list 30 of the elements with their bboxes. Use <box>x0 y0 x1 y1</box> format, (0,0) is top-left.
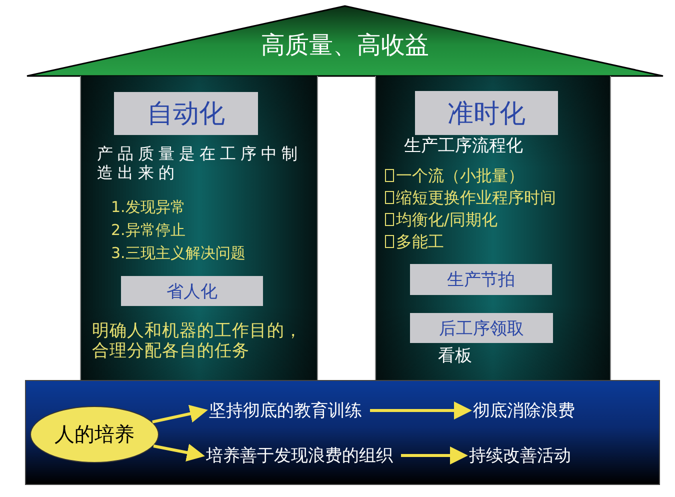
list-item: 多能工 <box>396 232 444 252</box>
step-text: 坚持彻底的教育训练 <box>209 399 362 422</box>
arrow <box>152 404 208 424</box>
pillar <box>80 76 318 381</box>
arrow <box>153 444 205 462</box>
description-text: 产品质量是在工序中制造出来的 <box>97 144 303 182</box>
list-item: 一个流（小批量） <box>396 166 524 186</box>
result-text: 持续改善活动 <box>469 444 571 467</box>
caption-text: 看板 <box>438 346 472 366</box>
pillar <box>375 76 611 381</box>
description-text: 明确人和机器的工作目的，合理分配各自的任务 <box>92 321 303 362</box>
result-text: 彻底消除浪费 <box>473 399 575 422</box>
heading-box: 准时化 <box>415 91 558 135</box>
arrow <box>370 402 472 420</box>
list-item: 缩短更换作业程序时间 <box>396 188 556 208</box>
title-text: 高质量、高收益 <box>260 31 430 60</box>
label-box: 生产节拍 <box>410 264 552 295</box>
list-item: 2.异常停止 <box>111 221 186 239</box>
label-box: 后工序领取 <box>410 313 553 343</box>
oval-node: 人的培养 <box>30 406 159 463</box>
arrow <box>401 446 468 464</box>
description-text: 生产工序流程化 <box>404 136 523 156</box>
foundation-band <box>25 380 660 485</box>
list-item: 3.三现主义解决问题 <box>111 244 246 262</box>
roof-triangle <box>25 5 665 77</box>
list-item: 1.发现异常 <box>111 198 186 216</box>
heading-box: 自动化 <box>114 92 258 135</box>
label-box: 省人化 <box>121 276 263 306</box>
step-text: 培养善于发现浪费的组织 <box>206 444 393 467</box>
list-item: 均衡化/同期化 <box>396 210 498 230</box>
